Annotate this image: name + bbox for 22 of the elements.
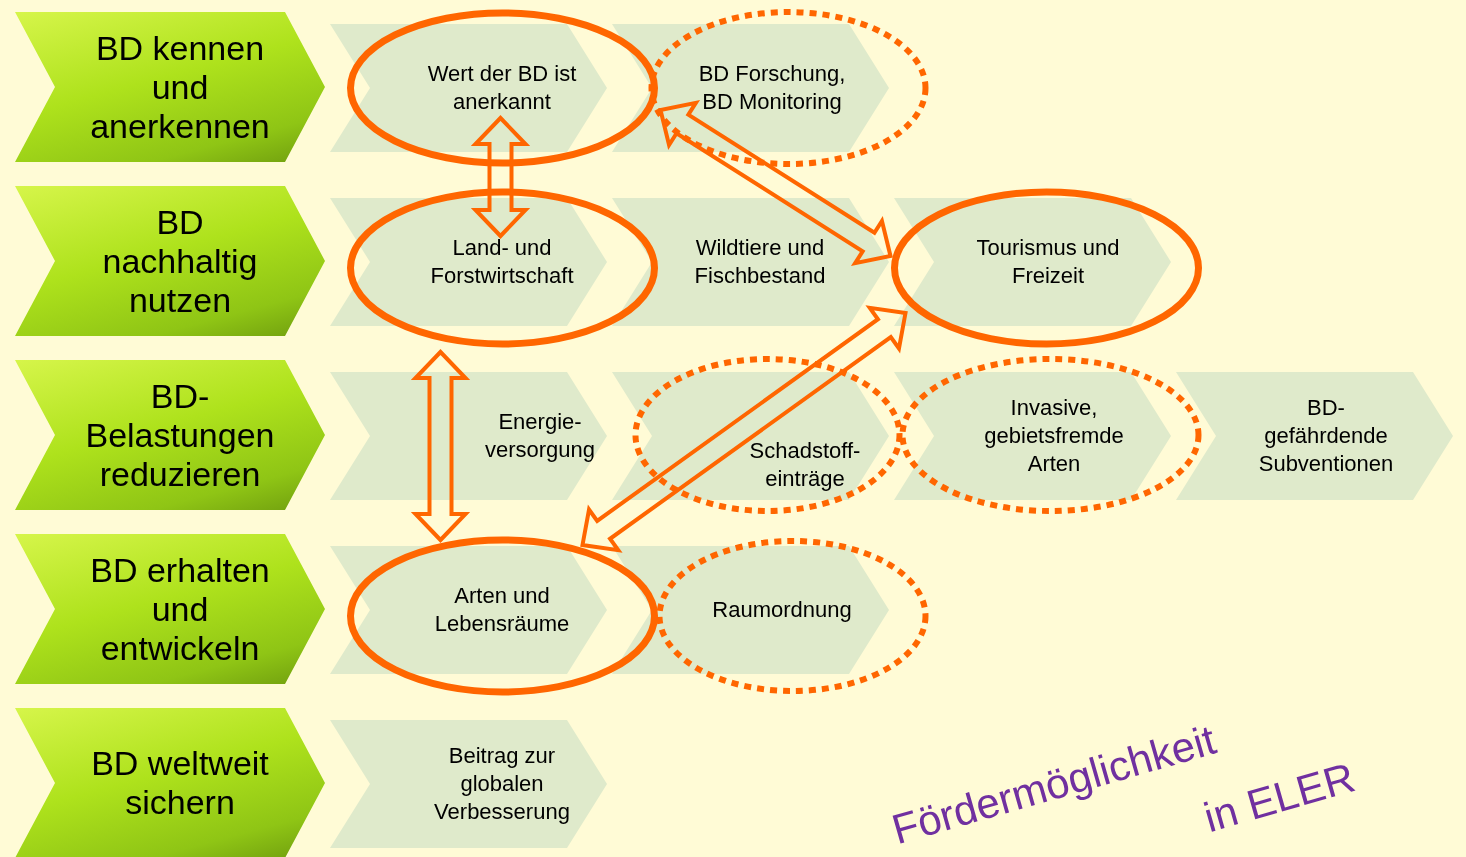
banner-label: BD weltweit sichern — [90, 744, 270, 822]
banner-label: Beitrag zur globalen Verbesserung — [433, 742, 571, 826]
double-arrow — [410, 349, 471, 543]
banner-label: Invasive, gebietsfremde Arten — [983, 394, 1125, 478]
banner-label: Tourismus und Freizeit — [975, 234, 1121, 290]
topic-banner — [894, 198, 1171, 326]
banner-label: BD nachhaltig nutzen — [101, 202, 259, 320]
banner-label: Wert der BD ist anerkannt — [426, 60, 578, 116]
banner-label: BD- gefährdende Subventionen — [1257, 394, 1395, 478]
banner-label: Raumordnung — [711, 596, 853, 624]
banner-label: BD kennen und anerkennen — [89, 28, 271, 146]
banner-label: Schadstoff- einträge — [748, 437, 862, 493]
double-arrow — [470, 115, 531, 239]
banner-label: Land- und Forstwirtschaft — [429, 234, 575, 290]
banner-label: Wildtiere und Fischbestand — [693, 234, 827, 290]
banner-label: BD- Belastungen reduzieren — [84, 376, 276, 494]
banner-label: Arten und Lebensräume — [433, 582, 571, 638]
double-arrow — [580, 305, 908, 553]
banner-label: Energie- versorgung — [483, 408, 597, 464]
banner-label: BD erhalten und entwickeln — [89, 550, 271, 668]
banner-label: BD Forschung, BD Monitoring — [697, 60, 847, 116]
double-arrow — [658, 99, 893, 267]
